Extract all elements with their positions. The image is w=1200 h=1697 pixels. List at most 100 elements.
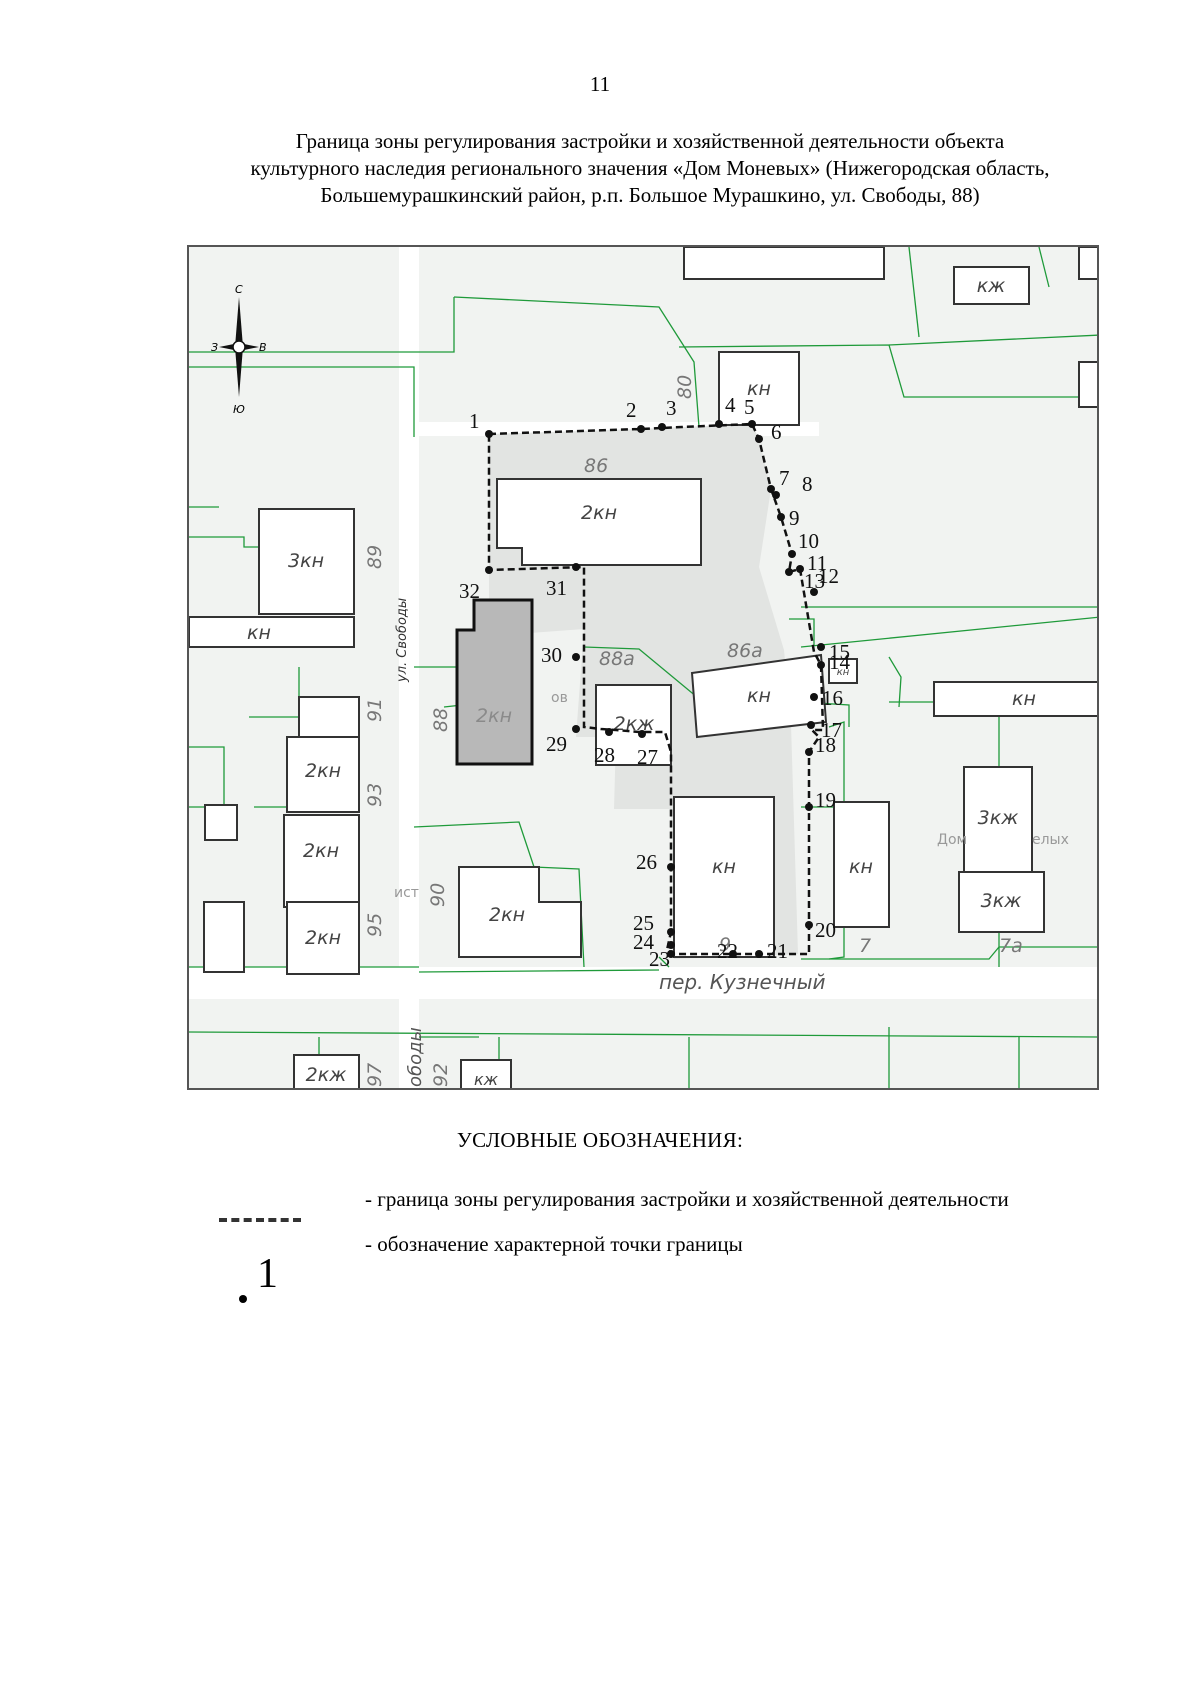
boundary-point-label-27: 27	[637, 745, 658, 769]
label-2kn-91: 2кн	[305, 760, 341, 782]
building-3kn	[258, 508, 355, 615]
boundary-point-label-14: 14	[829, 650, 851, 674]
label-2kn-93: 2кн	[303, 840, 339, 862]
parcel-92: 92	[430, 1063, 452, 1087]
label-2kn-95: 2кн	[305, 927, 341, 949]
boundary-point-26	[667, 863, 675, 871]
building-kn-right	[933, 681, 1097, 717]
building-3kzh-2	[958, 871, 1045, 933]
parcel-90: 90	[427, 883, 449, 907]
label-2kn-86: 2кн	[581, 502, 617, 524]
legend-point-number: 1	[257, 1251, 278, 1297]
parcel-88a: 88а	[599, 648, 635, 670]
boundary-point-31	[572, 563, 580, 571]
boundary-point-label-32: 32	[459, 579, 480, 603]
cadastral-map: С Ю З В ул. Свободы пер. Кузнечный ободы…	[187, 245, 1099, 1090]
boundary-point-label-4: 4	[725, 393, 736, 417]
boundary-point-label-31: 31	[546, 576, 567, 600]
parcel-numbers: 80 86 86а 88а 89 88 91 93 95 90 97 92 9 …	[364, 375, 1023, 1087]
building-kn-86a	[690, 653, 828, 739]
partial-label-elykh: елых	[1032, 832, 1069, 848]
boundary-point-24	[667, 941, 675, 949]
boundary-point-label-25: 25	[633, 911, 654, 935]
street-svobody-bottom: ободы	[405, 1027, 426, 1087]
boundary-point-label-2: 2	[626, 398, 637, 422]
parcel-86a: 86а	[727, 640, 763, 662]
boundary-point-label-16: 16	[822, 686, 843, 710]
label-heritage-2kn: 2кн	[476, 705, 512, 727]
boundary-point-label-10: 10	[798, 529, 819, 553]
building-2kzh	[595, 684, 672, 766]
boundary-point-4	[715, 420, 723, 428]
boundary-point-label-19: 19	[815, 788, 836, 812]
parcel-91: 91	[364, 698, 386, 722]
boundary-point-25	[667, 928, 675, 936]
parcel-89: 89	[364, 545, 386, 569]
label-kn-left: кн	[247, 622, 271, 644]
building-kn-small	[828, 658, 858, 684]
boundary-point-label-9: 9	[789, 506, 800, 530]
parcel-95: 95	[364, 913, 386, 937]
parcel-9: 9	[719, 934, 731, 956]
boundary-point-label-11: 11	[807, 551, 827, 575]
boundary-point-label-29: 29	[546, 732, 567, 756]
parcel-97: 97	[364, 1063, 386, 1087]
boundary-point-label-13: 13	[804, 569, 825, 593]
boundary-point-30	[572, 653, 580, 661]
boundary-point-12	[796, 565, 804, 573]
boundary-point-23	[667, 950, 675, 958]
boundary-point-5	[748, 420, 756, 428]
title-line-1: Граница зоны регулирования застройки и х…	[295, 129, 1005, 153]
label-kn-7: кн	[849, 856, 873, 878]
legend-text-point: - обозначение характерной точки границы	[365, 1232, 743, 1256]
boundary-point-label-12: 12	[818, 564, 839, 588]
boundary-point-21	[755, 950, 763, 958]
boundary-point-27	[638, 730, 646, 738]
label-2kn-90: 2кн	[489, 904, 525, 926]
building-3kzh-1	[963, 766, 1033, 883]
parcel-80: 80	[674, 375, 696, 399]
boundary-point-label-15: 15	[829, 640, 850, 664]
buildings	[189, 247, 1097, 1088]
building-86	[496, 478, 702, 566]
label-kn-9: кн	[712, 856, 736, 878]
boundary-point-label-6: 6	[771, 420, 782, 444]
boundary-point-1	[485, 430, 493, 438]
legend-item-point: 1 - обозначение характерной точки границ…	[215, 1232, 743, 1303]
boundary-point-14	[817, 661, 825, 669]
boundary-point-label-3: 3	[666, 396, 677, 420]
boundary-point-label-26: 26	[636, 850, 657, 874]
parcel-88: 88	[430, 708, 452, 732]
partial-label-ist: ист	[394, 885, 419, 901]
boundary-point-label-30: 30	[541, 643, 562, 667]
legend-title: УСЛОВНЫЕ ОБОЗНАЧЕНИЯ:	[456, 1128, 744, 1152]
partial-labels: Дом елых ист ов	[394, 690, 1069, 901]
building-2kn-95	[286, 901, 360, 975]
label-kn-86a: кн	[747, 685, 771, 707]
building-left-bottom	[203, 901, 245, 973]
boundary-point-6	[755, 435, 763, 443]
compass-rose: С Ю З В	[211, 283, 267, 416]
building-kzh-92	[460, 1059, 512, 1088]
building-kzh-top	[953, 266, 1030, 305]
building-small-91	[298, 696, 360, 740]
boundary-point-label-21: 21	[767, 939, 788, 963]
legend-item-boundary: - граница зоны регулирования застройки и…	[215, 1187, 1009, 1222]
label-3kzh-1: 3кж	[978, 807, 1019, 829]
building-kn-7	[833, 801, 890, 928]
boundary-point-3	[658, 423, 666, 431]
building-2kn-91	[286, 736, 360, 813]
map-canvas: С Ю З В ул. Свободы пер. Кузнечный ободы…	[189, 247, 1097, 1088]
boundary-point-label-23: 23	[649, 947, 670, 971]
boundary-point-label-18: 18	[815, 733, 836, 757]
boundary-point-label-24: 24	[633, 930, 655, 954]
compass-west: З	[211, 341, 218, 354]
street-svobody: ул. Свободы	[395, 598, 410, 683]
document-title: Граница зоны регулирования застройки и х…	[120, 128, 1180, 209]
parcel-93: 93	[364, 783, 386, 807]
title-line-3: Большемурашкинский район, р.п. Большое М…	[320, 183, 980, 207]
boundary-point-2	[637, 425, 645, 433]
compass-east: В	[259, 341, 267, 354]
boundary-point-label-28: 28	[594, 743, 615, 767]
